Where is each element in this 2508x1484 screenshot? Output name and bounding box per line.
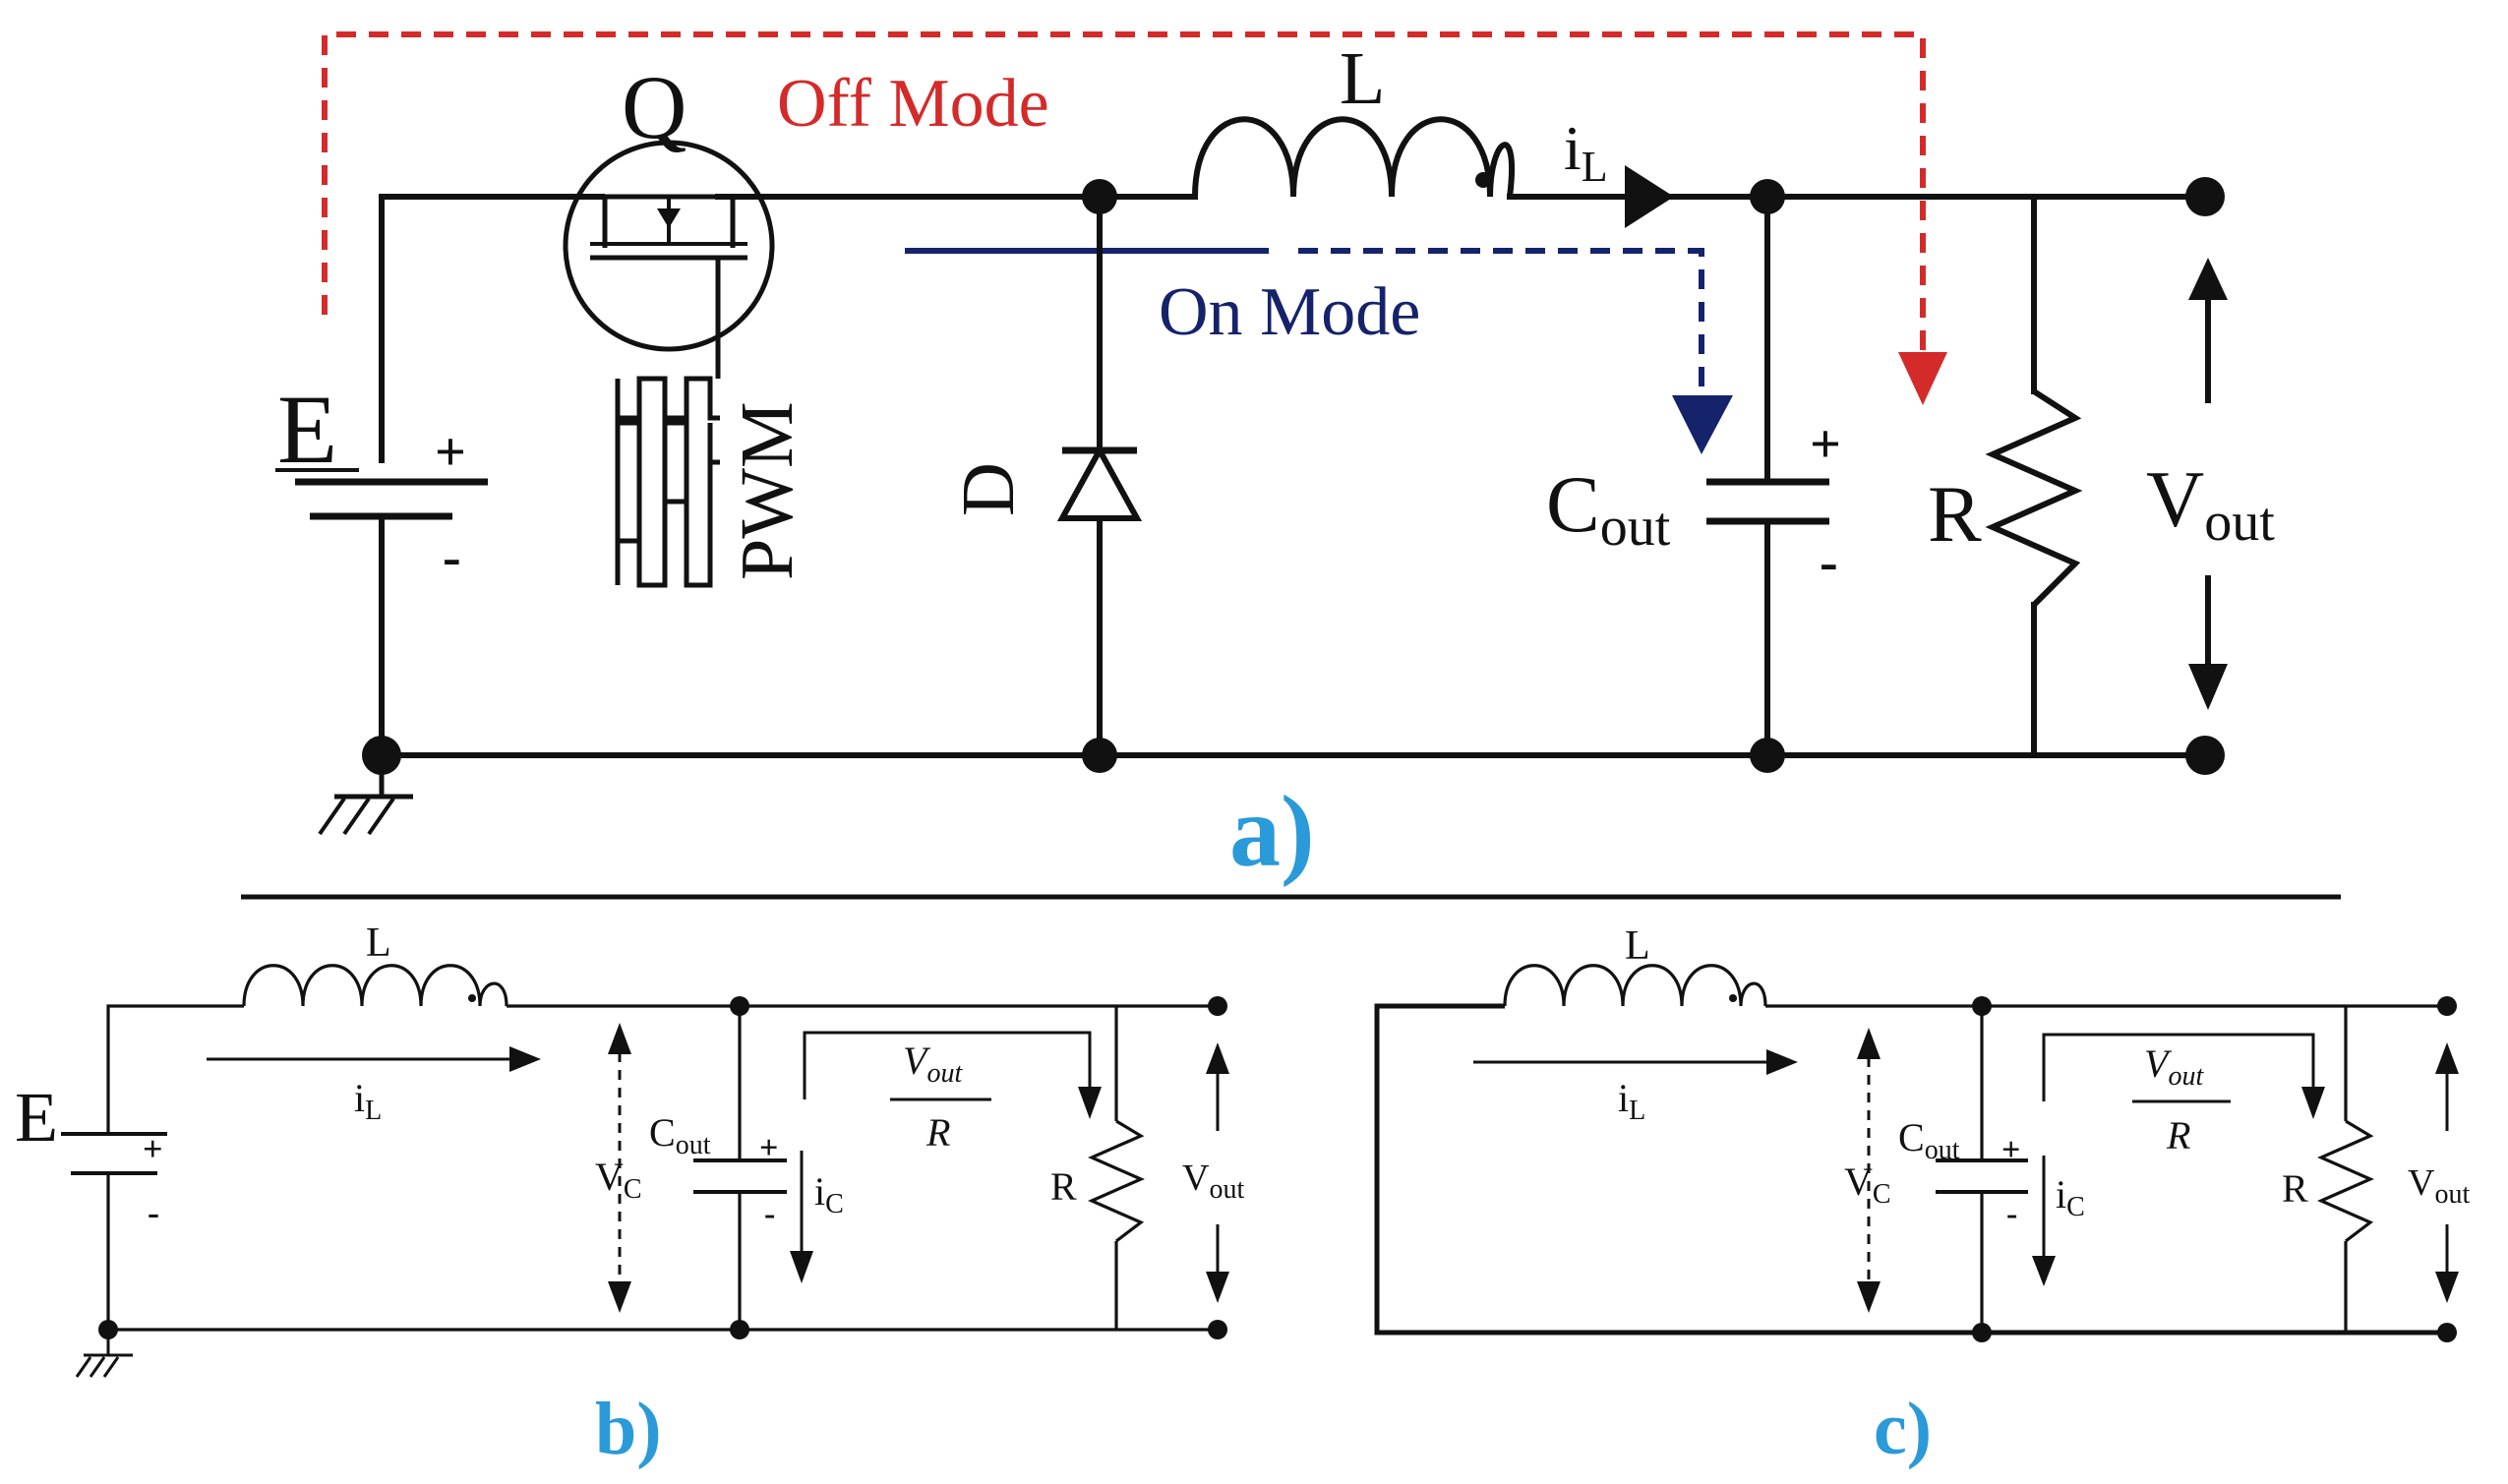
inductor-b — [242, 964, 508, 1007]
node-b-cap-top — [730, 996, 749, 1016]
panel-a: E + - Q PWM — [275, 31, 2275, 888]
vout-label: Vout — [2146, 454, 2275, 553]
vout-arrowhead-down-b — [1206, 1272, 1229, 1303]
ic-arrowhead-b — [790, 1251, 813, 1283]
current-arrowhead-c — [1766, 1049, 1798, 1075]
resistor-label-c: R — [2282, 1166, 2308, 1211]
node-diode-top — [1082, 179, 1117, 214]
vc-arrowhead-up-b — [608, 1023, 631, 1054]
switch-label: Q — [622, 57, 687, 157]
diode-d — [1056, 444, 1143, 521]
node-ground — [362, 736, 401, 775]
inductor-label-b: L — [366, 920, 391, 966]
terminal-top — [2185, 177, 2225, 216]
caption-a: a) — [1229, 775, 1315, 888]
vout-arrowhead-up-c — [2435, 1042, 2459, 1074]
off-mode-label: Off Mode — [777, 66, 1049, 142]
current-label: iL — [1564, 113, 1608, 191]
resistor-b — [1088, 1119, 1145, 1243]
caption-b: b) — [595, 1388, 662, 1470]
cap-label-c: Cout — [1898, 1115, 1960, 1165]
source-label: E — [277, 375, 337, 484]
battery-b-minus: - — [148, 1193, 159, 1232]
vc-arrowhead-up-c — [1857, 1028, 1881, 1059]
resistor-label: R — [1928, 469, 1982, 559]
load-current-path-b — [803, 1031, 1092, 1099]
terminal-bottom-b — [1208, 1320, 1227, 1339]
load-current-arrowhead-b — [1078, 1087, 1102, 1119]
panel-b: E + - L iL VC Cout + - iC — [15, 920, 1244, 1470]
cap-label-b: Cout — [649, 1110, 711, 1160]
off-mode-path — [322, 31, 1947, 405]
frac-num-c: Vout — [2144, 1041, 2204, 1092]
vout-label-c: Vout — [2408, 1162, 2470, 1210]
battery-plus: + — [435, 422, 466, 483]
vc-arrowhead-down-c — [1857, 1281, 1881, 1313]
node-c-cap-top — [1972, 996, 1992, 1016]
pwm-label: PWM — [726, 401, 808, 580]
frac-den-b: R — [926, 1110, 950, 1155]
pwm-waveform — [615, 376, 720, 588]
capacitor-cout — [1706, 478, 1829, 525]
vout-arrowhead-down-c — [2435, 1272, 2459, 1303]
source-label-b: E — [15, 1078, 58, 1157]
load-current-path-c — [2042, 1033, 2315, 1101]
ic-arrowhead-c — [2032, 1256, 2056, 1286]
cap-minus-b: - — [764, 1196, 775, 1232]
terminal-bottom-c — [2437, 1323, 2457, 1342]
cap-label: Cout — [1546, 459, 1671, 558]
mosfet-q — [563, 140, 775, 379]
node-c-cap-bottom — [1972, 1323, 1992, 1342]
current-arrow — [1625, 165, 1674, 228]
vc-arrowhead-down-b — [608, 1281, 631, 1313]
cap-plus-c: + — [2001, 1132, 2020, 1168]
ic-label-b: iC — [814, 1169, 844, 1219]
inductor-c — [1503, 964, 1767, 1007]
panel-a-wires — [379, 194, 2208, 758]
load-current-arrowhead-c — [2301, 1087, 2325, 1119]
diode-label: D — [947, 462, 1030, 516]
cap-plus: + — [1810, 414, 1841, 475]
cap-minus-c: - — [2006, 1196, 2017, 1232]
frac-num-b: Vout — [903, 1039, 963, 1089]
frac-den-c: R — [2166, 1113, 2190, 1158]
inductor-label: L — [1340, 37, 1385, 120]
panel-c-wires — [1374, 1003, 2447, 1336]
current-label-b: iL — [354, 1076, 382, 1126]
resistor-c — [2317, 1119, 2374, 1243]
vout-arrowhead-up-b — [1206, 1042, 1229, 1074]
terminal-top-c — [2437, 996, 2457, 1016]
vout-label-b: Vout — [1182, 1158, 1244, 1205]
current-label-c: iL — [1618, 1076, 1645, 1126]
inductor-label-c: L — [1625, 923, 1650, 969]
node-cap-bottom — [1750, 738, 1785, 773]
panel-c: L iL VC Cout + - iC Vout R R V — [1374, 923, 2470, 1470]
terminal-bottom — [2185, 736, 2225, 775]
inductor-c-dot — [1729, 994, 1737, 1002]
vc-label-b: VC — [595, 1155, 642, 1205]
node-b-ground — [98, 1320, 118, 1339]
battery-minus: - — [443, 527, 461, 588]
battery-b-plus: + — [143, 1129, 163, 1168]
vc-label-c: VC — [1844, 1159, 1891, 1210]
node-diode-bottom — [1082, 738, 1117, 773]
on-mode-label: On Mode — [1159, 274, 1420, 350]
resistor-r — [1985, 388, 2083, 608]
node-cap-top — [1750, 179, 1785, 214]
cap-plus-b: + — [759, 1130, 778, 1166]
on-mode-path — [905, 248, 1733, 454]
inductor-l — [1192, 116, 1516, 198]
current-arrowhead-b — [509, 1046, 541, 1072]
inductor-b-dot — [468, 994, 476, 1002]
ground-symbol-b — [75, 1330, 133, 1378]
resistor-label-b: R — [1050, 1164, 1077, 1209]
cap-minus: - — [1820, 532, 1838, 593]
battery-e — [295, 478, 488, 520]
caption-c: c) — [1874, 1388, 1932, 1470]
vout-arrows — [2188, 258, 2228, 710]
terminal-top-b — [1208, 996, 1227, 1016]
ic-label-c: iC — [2056, 1172, 2085, 1222]
node-b-cap-bottom — [730, 1320, 749, 1339]
